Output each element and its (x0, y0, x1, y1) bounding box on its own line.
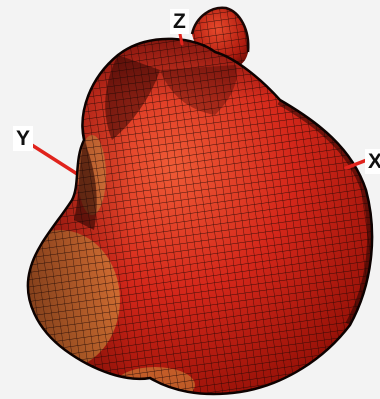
x-axis-label: X (365, 149, 380, 174)
z-axis-line (178, 32, 184, 46)
z-axis-label: Z (170, 9, 189, 34)
y-axis-label: Y (13, 126, 34, 151)
